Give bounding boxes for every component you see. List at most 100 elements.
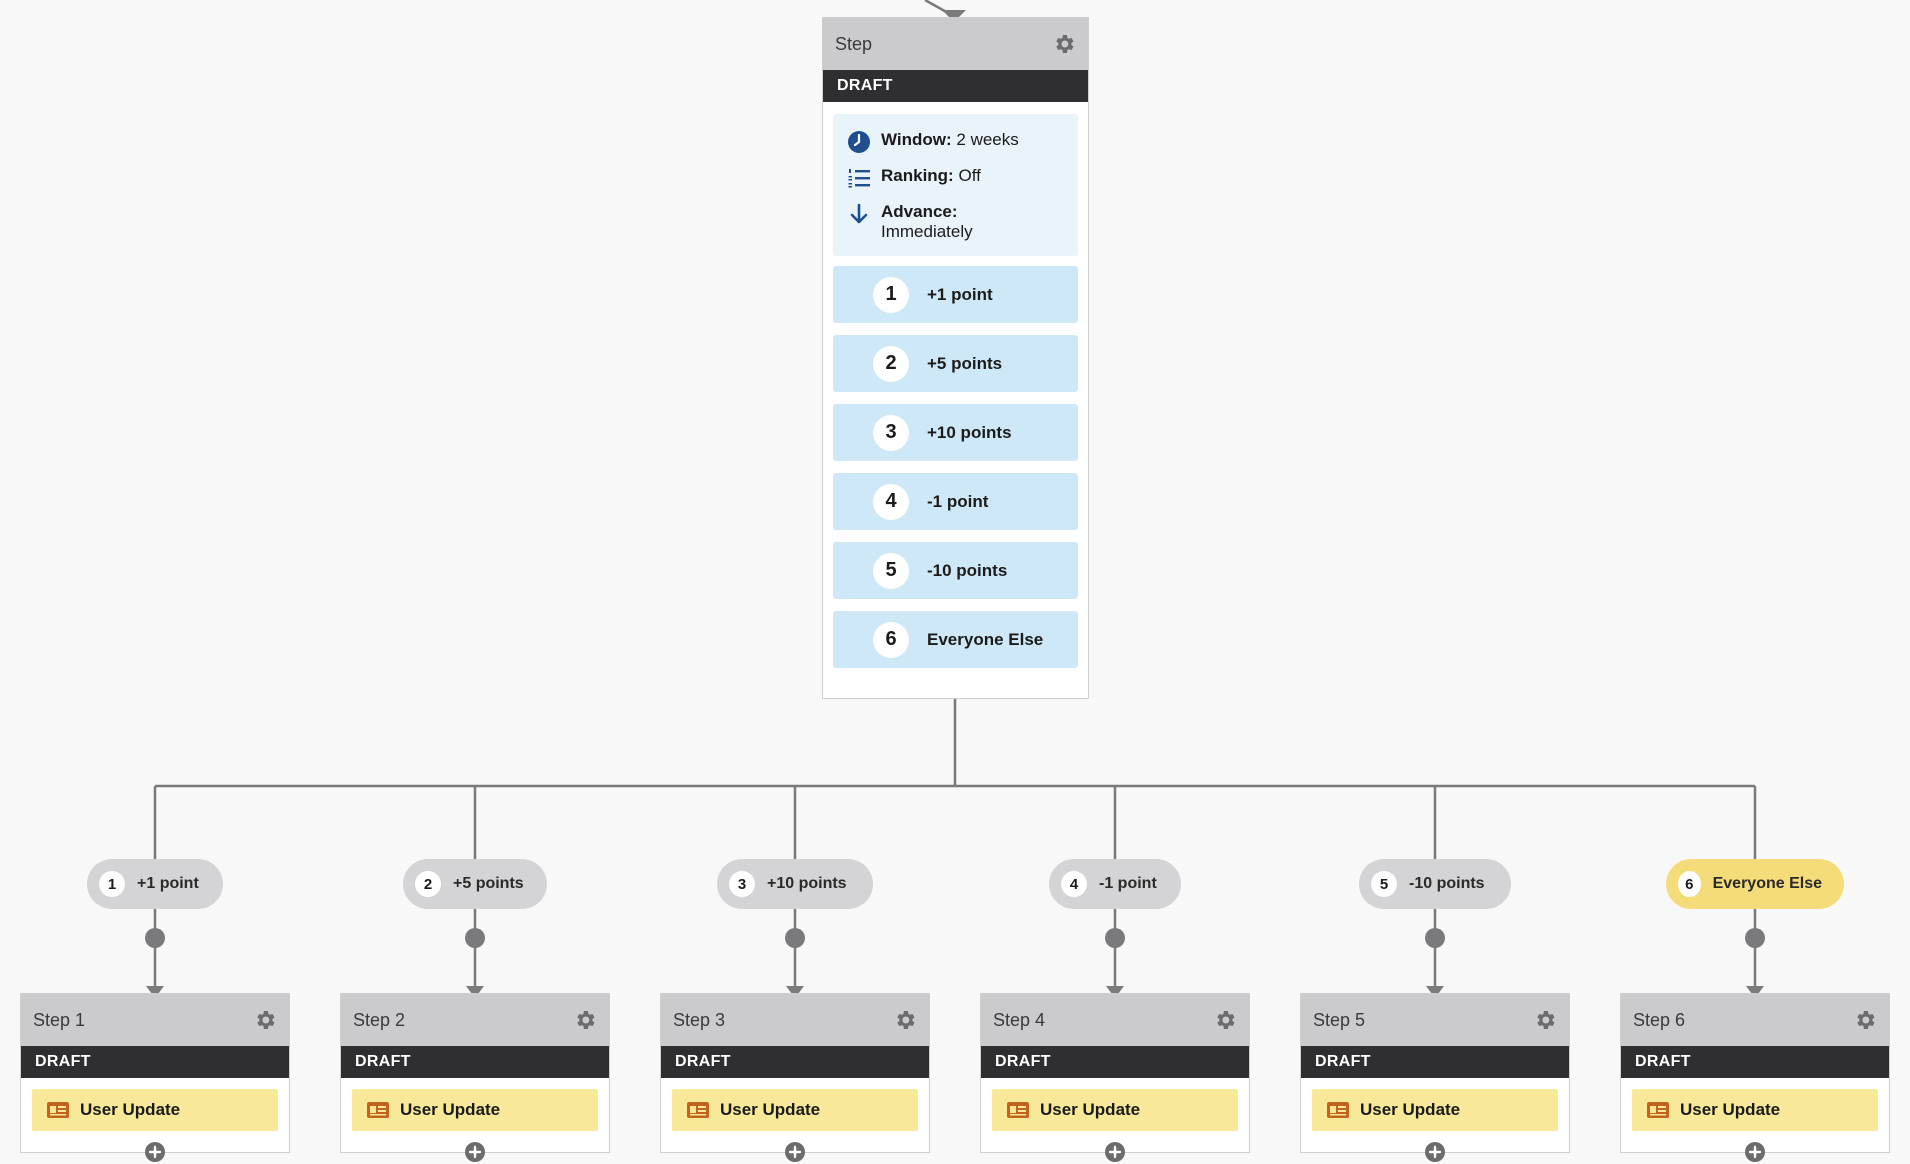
child-step-header: Step 6 bbox=[1621, 994, 1889, 1046]
child-step-header: Step 1 bbox=[21, 994, 289, 1046]
branch-number: 1 bbox=[873, 276, 909, 313]
add-step-icon[interactable] bbox=[1424, 1141, 1446, 1163]
window-row: Window: 2 weeks bbox=[847, 130, 1064, 154]
branch-number: 5 bbox=[873, 552, 909, 589]
branch-number: 6 bbox=[873, 621, 909, 658]
add-step-icon[interactable] bbox=[1104, 1141, 1126, 1163]
path-number: 2 bbox=[415, 871, 441, 897]
path-number: 3 bbox=[729, 871, 755, 897]
branch-item[interactable]: 1 +1 point bbox=[833, 266, 1078, 323]
branch-item[interactable]: 2+5 points bbox=[833, 335, 1078, 392]
user-update-action[interactable]: User Update bbox=[32, 1089, 278, 1131]
connector-arrowhead bbox=[466, 986, 484, 998]
branch-item[interactable]: 4 -1 point bbox=[833, 473, 1078, 530]
action-label: User Update bbox=[400, 1100, 501, 1119]
child-step-title: Step 6 bbox=[1633, 1009, 1686, 1030]
ranking-label: Ranking: bbox=[881, 166, 954, 185]
gear-icon[interactable] bbox=[1853, 1008, 1877, 1032]
child-step-title: Step 4 bbox=[993, 1009, 1046, 1030]
gear-icon[interactable] bbox=[1052, 32, 1076, 56]
clock-icon bbox=[848, 131, 870, 153]
child-step-status: DRAFT bbox=[981, 1046, 1249, 1078]
child-step-card[interactable]: Step 6 DRAFT User Update bbox=[1620, 993, 1890, 1162]
ranking-row: Ranking: Off bbox=[847, 166, 1064, 190]
path-number: 4 bbox=[1061, 871, 1087, 897]
id-card-icon bbox=[687, 1102, 709, 1118]
child-step-header: Step 3 bbox=[661, 994, 929, 1046]
action-label: User Update bbox=[720, 1100, 821, 1119]
connector-node bbox=[465, 928, 485, 948]
branch-label: +1 point bbox=[927, 284, 993, 304]
branch-item[interactable]: 5 -10 points bbox=[833, 542, 1078, 599]
connector-node bbox=[785, 928, 805, 948]
path-pill[interactable]: 3 +10 points bbox=[717, 859, 873, 909]
connector-arrowhead bbox=[146, 986, 164, 998]
path-pill[interactable]: 1 +1 point bbox=[87, 859, 223, 909]
branch-list: 1 +1 point 2+5 points 3+10 points 4 -1 point 5… bbox=[823, 266, 1088, 668]
path-number: 1 bbox=[99, 871, 125, 897]
connector-arrowhead bbox=[786, 986, 804, 998]
main-step-title: Step bbox=[835, 33, 873, 54]
child-step-card[interactable]: Step 5 DRAFT User Update bbox=[1300, 993, 1570, 1162]
branch-number: 4 bbox=[873, 483, 909, 520]
child-step-title: Step 5 bbox=[1313, 1009, 1366, 1030]
arrow-down-icon bbox=[850, 203, 868, 224]
path-label: +1 point bbox=[137, 875, 199, 892]
user-update-action[interactable]: User Update bbox=[672, 1089, 918, 1131]
child-step-header: Step 2 bbox=[341, 994, 609, 1046]
path-pill[interactable]: 4-1 point bbox=[1049, 859, 1181, 909]
user-update-action[interactable]: User Update bbox=[1312, 1089, 1558, 1131]
gear-icon[interactable] bbox=[253, 1008, 277, 1032]
advance-value: Immediately bbox=[881, 222, 973, 241]
child-step-status: DRAFT bbox=[341, 1046, 609, 1078]
add-step-icon[interactable] bbox=[464, 1141, 486, 1163]
add-step-icon[interactable] bbox=[1744, 1141, 1766, 1163]
action-label: User Update bbox=[1680, 1100, 1781, 1119]
child-step-status: DRAFT bbox=[1301, 1046, 1569, 1078]
path-pill[interactable]: 5-10 points bbox=[1359, 859, 1511, 909]
child-step-card[interactable]: Step 4 DRAFT User Update bbox=[980, 993, 1250, 1162]
child-step-header: Step 5 bbox=[1301, 994, 1569, 1046]
add-step-icon[interactable] bbox=[144, 1141, 166, 1163]
branch-label: -10 points bbox=[927, 560, 1008, 580]
branch-label: +5 points bbox=[927, 353, 1003, 373]
child-step-title: Step 1 bbox=[33, 1009, 86, 1030]
path-label: +5 points bbox=[453, 875, 524, 892]
action-label: User Update bbox=[1040, 1100, 1141, 1119]
gear-icon[interactable] bbox=[1533, 1008, 1557, 1032]
user-update-action[interactable]: User Update bbox=[992, 1089, 1238, 1131]
connector-arrowhead bbox=[1106, 986, 1124, 998]
window-label: Window: bbox=[881, 130, 952, 149]
path-label: -10 points bbox=[1409, 875, 1485, 892]
main-step-card[interactable]: Step DRAFT Window: 2 weeks bbox=[822, 17, 1089, 699]
ranking-value: Off bbox=[958, 166, 981, 185]
main-step-status: DRAFT bbox=[823, 70, 1088, 102]
connector-node bbox=[145, 928, 165, 948]
gear-icon[interactable] bbox=[893, 1008, 917, 1032]
child-step-status: DRAFT bbox=[661, 1046, 929, 1078]
child-step-card[interactable]: Step 3 DRAFT User Update bbox=[660, 993, 930, 1162]
path-label: +10 points bbox=[767, 875, 847, 892]
gear-icon[interactable] bbox=[1213, 1008, 1237, 1032]
id-card-icon bbox=[367, 1102, 389, 1118]
user-update-action[interactable]: User Update bbox=[352, 1089, 598, 1131]
window-value: 2 weeks bbox=[956, 130, 1019, 149]
child-step-status: DRAFT bbox=[1621, 1046, 1889, 1078]
id-card-icon bbox=[47, 1102, 69, 1118]
branch-label: -1 point bbox=[927, 491, 989, 511]
add-step-icon[interactable] bbox=[784, 1141, 806, 1163]
user-update-action[interactable]: User Update bbox=[1632, 1089, 1878, 1131]
branch-label: +10 points bbox=[927, 422, 1012, 442]
path-pill[interactable]: 2 +5 points bbox=[403, 859, 547, 909]
connector-node bbox=[1745, 928, 1765, 948]
action-label: User Update bbox=[1360, 1100, 1461, 1119]
main-step-header: Step bbox=[823, 18, 1088, 70]
gear-icon[interactable] bbox=[573, 1008, 597, 1032]
branch-item[interactable]: 3+10 points bbox=[833, 404, 1078, 461]
child-step-title: Step 3 bbox=[673, 1009, 726, 1030]
